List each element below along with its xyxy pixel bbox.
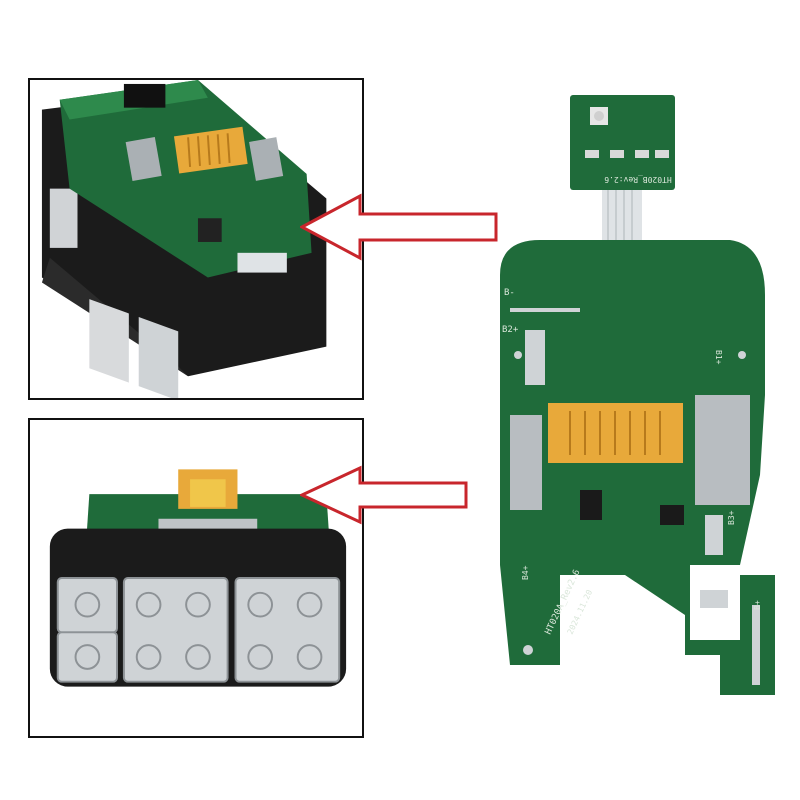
arrow-top: [300, 193, 498, 261]
photo-frame-bottom: [28, 418, 364, 738]
pcb-board-image: HT020B_Rev:2.6 B- B2+ B1+ B3+ B4+ B+ HT0…: [500, 95, 775, 695]
pad-label-b2-plus: B2+: [502, 325, 519, 335]
battery-pack-side-photo: [30, 420, 362, 736]
terminal-left: [510, 415, 542, 510]
pad-label-b4-plus: B4+: [521, 565, 530, 580]
pad-label-b1-plus: B1+: [714, 350, 723, 365]
pad-label-b-minus: B-: [504, 288, 515, 298]
terminal-right: [695, 395, 750, 505]
photo-frame-top: [28, 78, 364, 400]
main-board: [500, 240, 775, 695]
pad-label-b3-plus: B3+: [727, 510, 736, 525]
pad-label-b-plus: B+: [753, 600, 762, 610]
battery-pack-angled-photo: [30, 80, 362, 398]
ribbon-cable: [602, 190, 642, 240]
led-board-label: HT020B_Rev:2.6: [604, 175, 672, 184]
arrow-bottom: [300, 465, 468, 525]
